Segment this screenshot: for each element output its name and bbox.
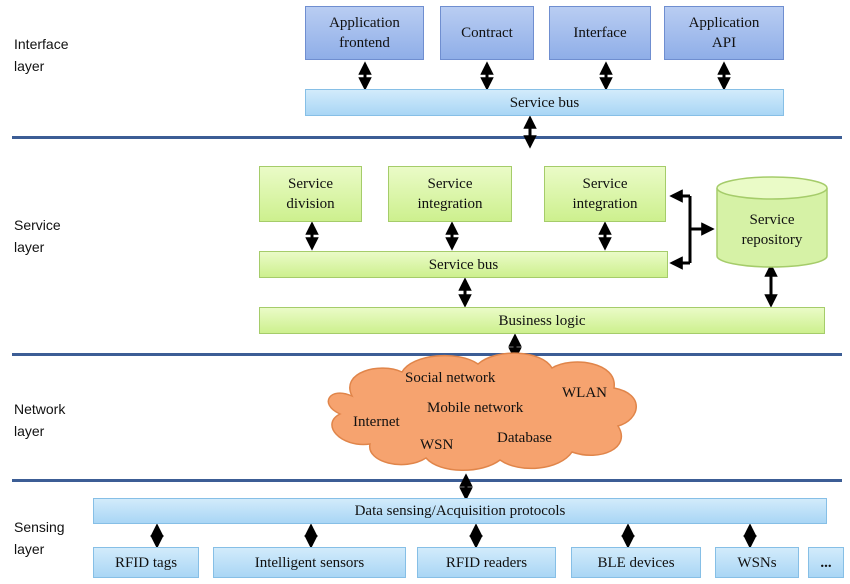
network-item-database: Database <box>497 430 552 446</box>
sensing-layer-label: Sensing layer <box>14 519 65 557</box>
network-layer-label: Network layer <box>14 401 66 439</box>
interface-layer-label: Interface layer <box>14 36 69 74</box>
data-sensing-protocols-bar: Data sensing/Acquisition protocols <box>93 498 827 524</box>
layer-separator <box>12 479 842 482</box>
service-layer-label: Service layer <box>14 217 61 255</box>
device-wsns: WSNs <box>715 547 799 578</box>
device-rfid-readers: RFID readers <box>417 547 556 578</box>
device-rfid-tags: RFID tags <box>93 547 199 578</box>
application-api-box: Application API <box>664 6 784 60</box>
network-cloud <box>327 352 637 471</box>
network-item-internet: Internet <box>353 414 400 430</box>
interface-box: Interface <box>549 6 651 60</box>
device-intelligent-sensors: Intelligent sensors <box>213 547 406 578</box>
layer-separator <box>12 136 842 139</box>
service-layer-bus: Service bus <box>259 251 668 278</box>
device-more: ... <box>808 547 844 578</box>
service-integration-box-1: Service integration <box>388 166 512 222</box>
business-logic-bar: Business logic <box>259 307 825 334</box>
application-frontend-box: Application frontend <box>305 6 424 60</box>
service-division-box: Service division <box>259 166 362 222</box>
layer-separator <box>12 353 842 356</box>
network-item-mobile: Mobile network <box>427 400 524 416</box>
interface-service-bus: Service bus <box>305 89 784 116</box>
service-repository-label: Service repository <box>741 212 803 248</box>
contract-box: Contract <box>440 6 534 60</box>
service-integration-box-2: Service integration <box>544 166 666 222</box>
network-item-wsn: WSN <box>420 437 454 453</box>
network-item-social: Social network <box>405 370 496 386</box>
network-item-wlan: WLAN <box>562 385 607 401</box>
device-ble-devices: BLE devices <box>571 547 701 578</box>
